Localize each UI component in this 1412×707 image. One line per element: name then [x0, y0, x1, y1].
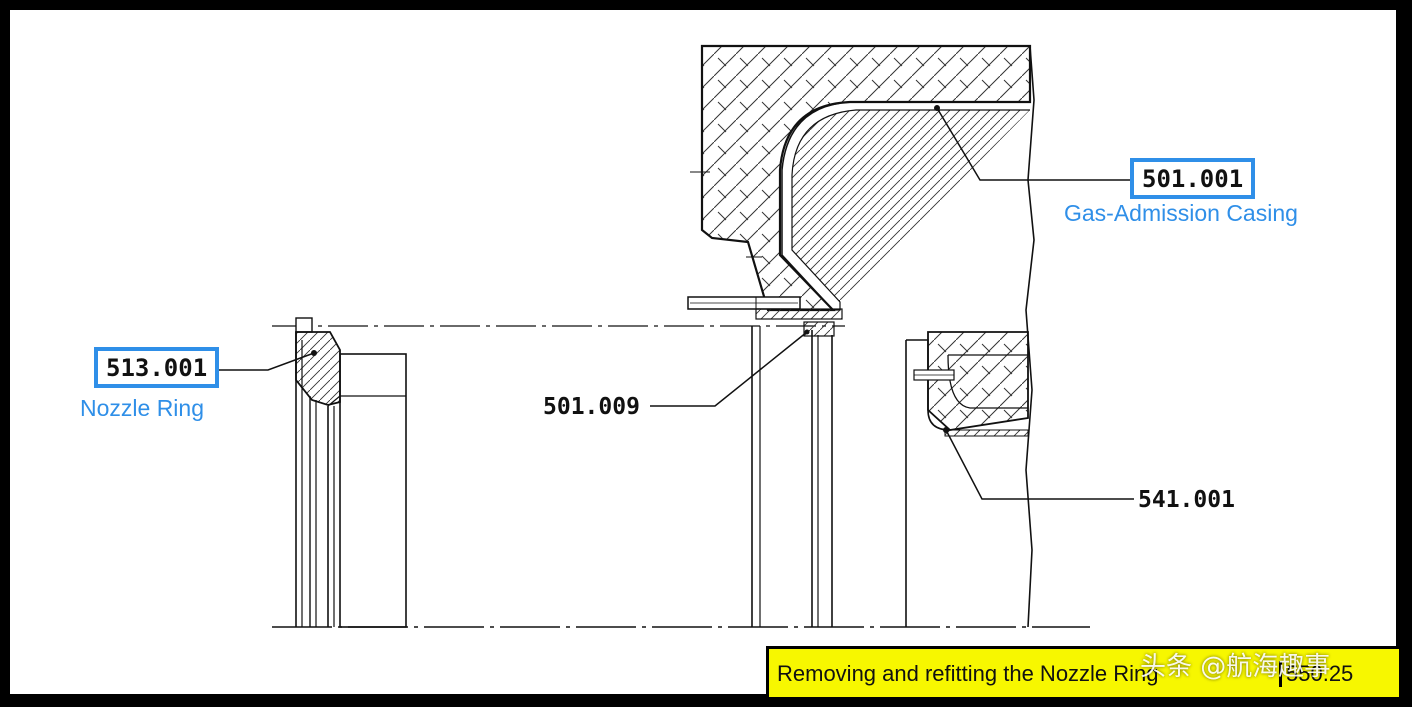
break-line [1025, 45, 1035, 628]
callout-501-001-name: Gas-Admission Casing [1064, 200, 1298, 226]
caption-bar: Removing and refitting the Nozzle Ring 5… [766, 646, 1399, 697]
leader-541-001 [943, 427, 1134, 500]
insert-541-shape [905, 331, 1029, 627]
callout-541-001-number: 541.001 [1138, 487, 1235, 513]
caption-code: 550.25 [1279, 661, 1353, 687]
leader-501-009 [650, 329, 810, 407]
leader-501-001 [934, 105, 1134, 181]
drawing-frame: 501.001 Gas-Admission Casing 513.001 Noz… [10, 10, 1399, 697]
inner-walls [751, 321, 835, 627]
nozzle-ring-shape [295, 317, 407, 628]
leader-513-001 [214, 350, 317, 371]
callout-513-001-name: Nozzle Ring [80, 395, 204, 421]
caption-text: Removing and refitting the Nozzle Ring [777, 661, 1159, 686]
callout-501-001-number: 501.001 [1130, 158, 1256, 199]
callout-513-001-number: 513.001 [94, 347, 220, 388]
callout-501-009-number: 501.009 [543, 394, 640, 420]
gas-admission-casing-shape [687, 44, 1032, 320]
watermark: 头条 @航海趣事 [1140, 652, 1331, 682]
technical-drawing [214, 44, 1134, 628]
